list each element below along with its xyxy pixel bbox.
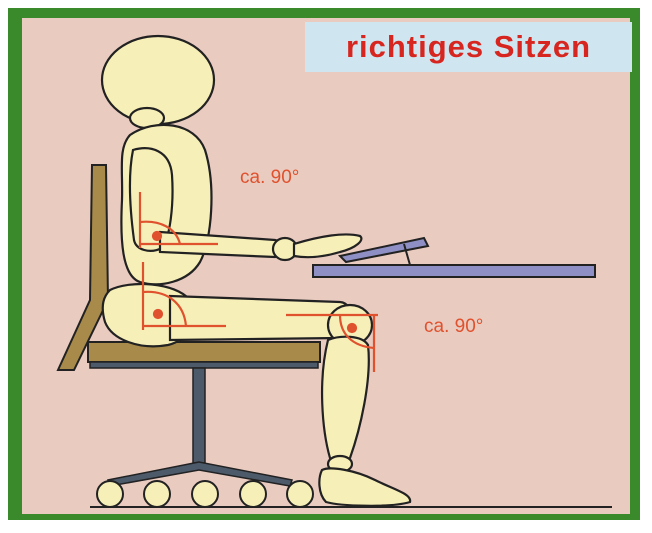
chair-column bbox=[193, 368, 205, 463]
title-banner: richtiges Sitzen bbox=[305, 22, 632, 72]
elbow-joint-dot bbox=[153, 232, 161, 240]
elbow-angle-label: ca. 90° bbox=[240, 167, 299, 189]
chair-caster bbox=[240, 481, 266, 507]
chair-backrest bbox=[58, 165, 108, 370]
lower-leg bbox=[322, 337, 369, 464]
hip-joint-dot bbox=[154, 310, 162, 318]
chair-caster bbox=[144, 481, 170, 507]
foot bbox=[319, 468, 410, 505]
chair-caster bbox=[97, 481, 123, 507]
chair-seat-base bbox=[90, 362, 318, 368]
knee-joint-dot bbox=[348, 324, 356, 332]
chair-caster bbox=[192, 481, 218, 507]
desk-top bbox=[313, 265, 595, 277]
thigh bbox=[170, 296, 353, 340]
chair-seat bbox=[88, 342, 320, 362]
page-title: richtiges Sitzen bbox=[346, 29, 591, 65]
chair-caster bbox=[287, 481, 313, 507]
knee-angle-label: ca. 90° bbox=[424, 316, 483, 338]
